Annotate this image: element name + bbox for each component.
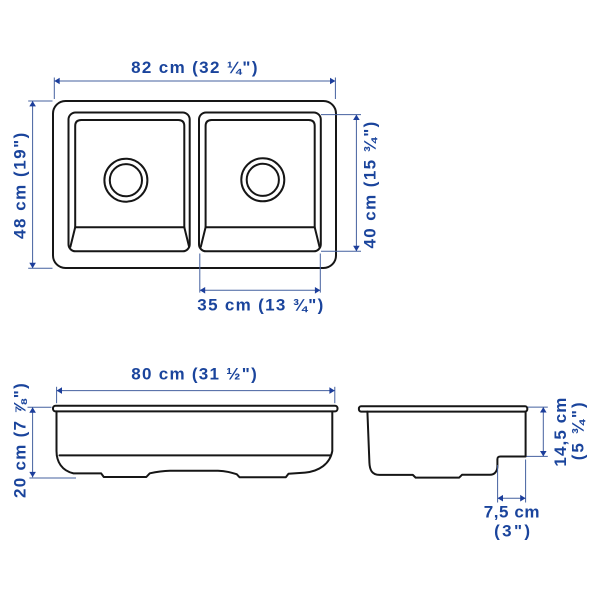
svg-text:7,5 cm: 7,5 cm xyxy=(484,503,540,522)
svg-text:20 cm (7 ⅞"): 20 cm (7 ⅞") xyxy=(10,383,29,498)
svg-text:40 cm (15 ¾"): 40 cm (15 ¾") xyxy=(361,122,380,249)
svg-text:48 cm (19"): 48 cm (19") xyxy=(10,133,29,239)
svg-text:(5 ¾"): (5 ¾") xyxy=(569,402,588,460)
svg-text:80 cm (31 ½"): 80 cm (31 ½") xyxy=(131,365,257,384)
svg-text:14,5 cm: 14,5 cm xyxy=(551,398,570,467)
svg-text:82 cm (32 ¼"): 82 cm (32 ¼") xyxy=(131,58,257,77)
svg-text:35 cm (13 ¾"): 35 cm (13 ¾") xyxy=(197,296,323,315)
svg-text:(3"): (3") xyxy=(494,522,530,541)
